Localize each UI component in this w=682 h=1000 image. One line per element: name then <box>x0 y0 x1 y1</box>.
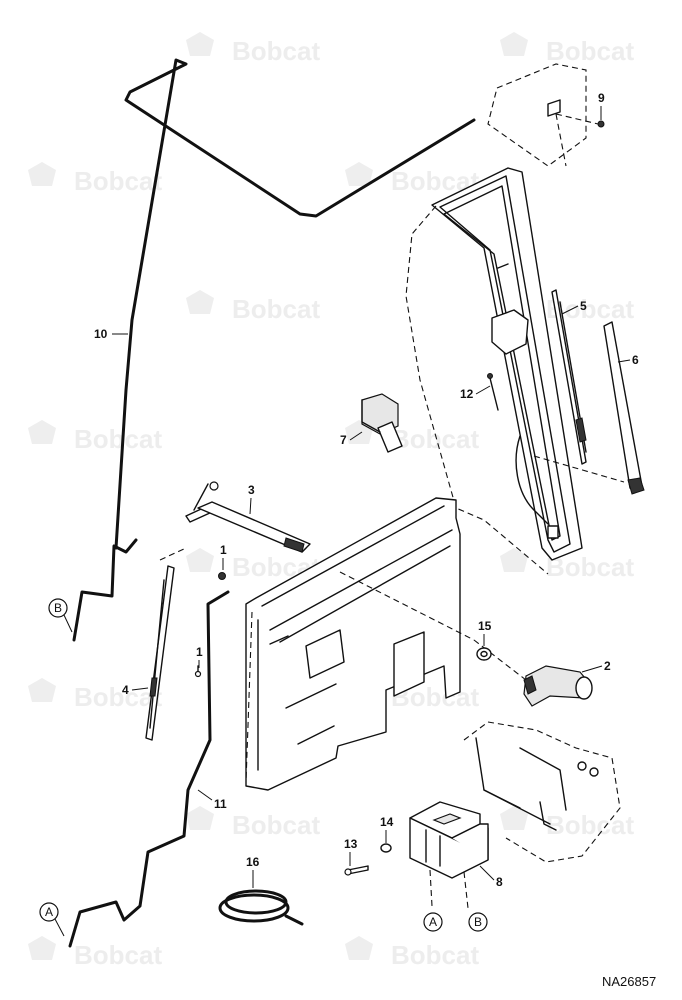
callout-label: 10 <box>94 327 108 341</box>
callout-label: 3 <box>248 483 255 497</box>
watermark-text: Bobcat <box>232 294 320 324</box>
watermark-text: Bobcat <box>74 166 162 196</box>
callout-14: 14 <box>380 815 394 843</box>
callout-1a: 1 <box>220 543 227 570</box>
connector-label: A <box>429 915 437 929</box>
washer-hose-b <box>72 538 138 642</box>
callout-7: 7 <box>340 431 363 447</box>
callout-6: 6 <box>617 353 639 367</box>
callout-8: 8 <box>479 865 503 889</box>
watermark-text: Bobcat <box>546 810 634 840</box>
wiper-blade-5 <box>551 289 587 465</box>
callout-9: 9 <box>598 91 605 120</box>
roof-bracket-detail <box>487 63 605 167</box>
washer-hose-11 <box>68 590 230 948</box>
connector-label: A <box>45 905 53 919</box>
connector-a-left: A <box>39 902 65 937</box>
callout-label: 12 <box>460 387 474 401</box>
connector-b-bottom: B <box>468 912 488 932</box>
watermark-text: Bobcat <box>546 36 634 66</box>
watermark-text: Bobcat <box>74 424 162 454</box>
callout-5: 5 <box>561 299 587 315</box>
callout-label: 7 <box>340 433 347 447</box>
nut-1 <box>194 572 226 678</box>
watermark-text: Bobcat <box>74 940 162 970</box>
watermark-text: Bobcat <box>391 424 479 454</box>
callout-10: 10 <box>94 327 128 341</box>
callout-12: 12 <box>460 385 491 401</box>
wiper-motor-2 <box>523 665 593 707</box>
door-glass <box>405 167 625 575</box>
callout-label: 5 <box>580 299 587 313</box>
bolt-13 <box>344 865 369 876</box>
frame-bracket <box>463 721 621 863</box>
callout-16: 16 <box>246 855 260 888</box>
callout-label: 15 <box>478 619 492 633</box>
callout-label: 6 <box>632 353 639 367</box>
callout-3: 3 <box>248 483 255 515</box>
connector-label: B <box>474 915 482 929</box>
watermark-text: Bobcat <box>232 36 320 66</box>
callout-11: 11 <box>197 789 227 811</box>
wiper-arm-6 <box>603 321 645 495</box>
hose-coil-16 <box>218 889 304 926</box>
callout-label: 13 <box>344 837 358 851</box>
callout-label: 1 <box>196 645 203 659</box>
reference-code: NA26857 <box>602 974 656 989</box>
rear-panel <box>245 497 527 791</box>
wiper-motor-7 <box>361 393 403 453</box>
callout-label: 11 <box>214 797 227 811</box>
washer-14 <box>380 843 392 853</box>
callout-15: 15 <box>478 619 492 646</box>
connector-b-left: B <box>48 598 73 633</box>
callout-label: 2 <box>604 659 611 673</box>
washer-reservoir-8 <box>409 801 489 909</box>
watermark-text: Bobcat <box>391 940 479 970</box>
pin-12 <box>487 373 499 411</box>
connector-a-bottom: A <box>423 912 443 932</box>
watermark-text: Bobcat <box>74 682 162 712</box>
wiper-arm-3 <box>185 481 311 553</box>
callout-2: 2 <box>581 659 611 673</box>
callout-label: 1 <box>220 543 227 557</box>
grommet-15 <box>476 647 492 661</box>
callout-label: 14 <box>380 815 394 829</box>
callout-label: 9 <box>598 91 605 105</box>
callout-label: 16 <box>246 855 260 869</box>
washer-hose-10 <box>114 58 476 550</box>
callout-13: 13 <box>344 837 358 866</box>
connector-label: B <box>54 601 62 615</box>
callout-1b: 1 <box>196 645 203 668</box>
callout-label: 4 <box>122 683 129 697</box>
wiper-blade-4 <box>145 547 187 741</box>
callout-4: 4 <box>122 683 149 697</box>
callout-label: 8 <box>496 875 503 889</box>
watermark-text: Bobcat <box>232 810 320 840</box>
